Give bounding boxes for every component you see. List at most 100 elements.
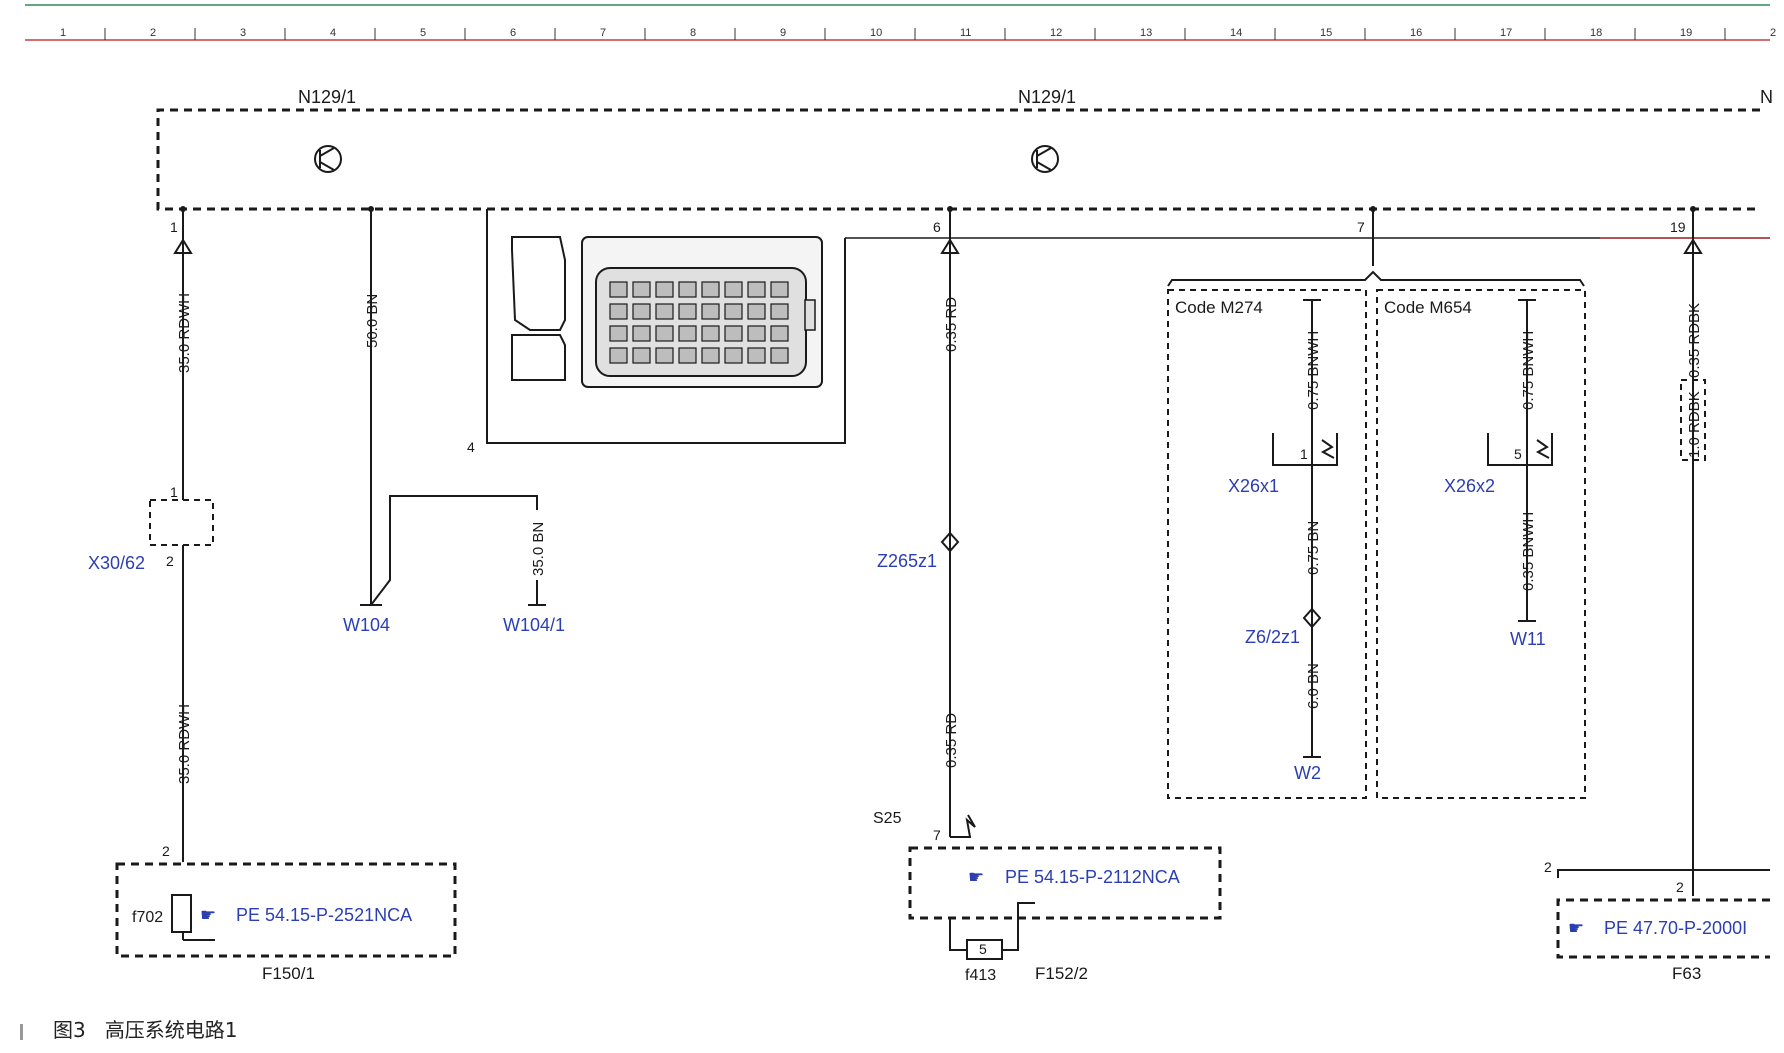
s25-pin-7: 7	[933, 827, 941, 843]
wire-label-075-bn-m274: 0.75 BN	[1305, 521, 1322, 575]
ruler-number: 6	[510, 27, 516, 39]
ruler-number: 14	[1230, 27, 1242, 39]
connector-pin-cell	[770, 303, 789, 320]
figure-caption: 图3 高压系统电路1	[20, 1014, 238, 1043]
pin-label-1: 1	[170, 219, 178, 235]
f150-pin-2: 2	[162, 843, 170, 859]
wire-label-075-bnwh-m274: 0.75 BNWH	[1305, 331, 1322, 410]
connector-pin-cell	[632, 281, 651, 298]
ruler-number: 2	[150, 27, 156, 39]
component-label-f152-2: F152/2	[1035, 964, 1088, 983]
component-label-w104-1: W104/1	[503, 615, 565, 635]
wire-w104-circuit: 50.0 BN 35.0 BN W104 W104/1	[343, 206, 565, 635]
hand-pointer-icon: ☛	[200, 905, 216, 925]
caption-title: 高压系统电路1	[104, 1018, 238, 1042]
x26x2-pin: 5	[1514, 446, 1522, 462]
connector-pin-cell	[655, 281, 674, 298]
x26x1-pin: 1	[1300, 446, 1308, 462]
wire-label-10-rdbk: 1.0 RDBK	[1686, 391, 1703, 458]
reference-link-f152[interactable]: PE 54.15-P-2112NCA	[1005, 867, 1180, 887]
wire-pin6-circuit: 6 0.35 RD Z265z1 0.35 RD S25 7 ☛ PE 54.1…	[873, 206, 1222, 984]
module-n129-boundary: N129/1 N129/1 N	[156, 87, 1773, 211]
component-label-f63: F63	[1672, 964, 1701, 983]
f63-pin-2b: 2	[1676, 879, 1684, 895]
wire-label-35-rdwh-bottom: 35.0 RDWH	[176, 704, 193, 784]
caption-bar	[20, 1023, 23, 1040]
transistor-symbol-right	[1031, 145, 1059, 173]
connector-pin-cell	[747, 325, 766, 342]
module-label-edge: N	[1760, 87, 1773, 107]
wire-label-035-rd-bottom: 0.35 RD	[943, 713, 960, 768]
connector-pin-cell	[770, 325, 789, 342]
module-label-n129-left: N129/1	[298, 87, 356, 107]
wire-label-075-bnwh-m654: 0.75 BNWH	[1520, 331, 1537, 410]
connector-pin-cell	[609, 347, 628, 364]
component-label-z265z1: Z265z1	[877, 551, 937, 571]
ruler-number: 12	[1050, 27, 1062, 39]
splice-z265z1	[940, 531, 960, 553]
connector-pin-cell	[678, 303, 697, 320]
pin-label-6: 6	[933, 219, 941, 235]
ruler-number: 13	[1140, 27, 1152, 39]
component-label-w104: W104	[343, 615, 390, 635]
connector-pin-cell	[770, 281, 789, 298]
module-label-n129-right: N129/1	[1018, 87, 1076, 107]
code-label-m654: Code M654	[1384, 298, 1472, 317]
x30-pin-2: 2	[166, 553, 174, 569]
connector-pin-cell	[701, 281, 720, 298]
fuse-f413-pin: 5	[979, 941, 987, 957]
ruler-number: 5	[420, 27, 426, 39]
connector-pin-cell	[678, 281, 697, 298]
fuse-box-f152-2	[908, 846, 1222, 920]
connector-pin-cell	[655, 347, 674, 364]
component-label-x26x1: X26x1	[1228, 476, 1279, 496]
caption-figure-number: 图3	[53, 1018, 86, 1042]
code-m654-block: Code M654 0.75 BNWH 5 X26x2 0.35 BNWH W1…	[1376, 289, 1586, 799]
component-label-w11: W11	[1510, 629, 1546, 649]
ruler-number: 3	[240, 27, 246, 39]
hand-pointer-icon-2: ☛	[968, 867, 984, 887]
connector-pin-cell	[770, 347, 789, 364]
connector-pin-cell	[632, 325, 651, 342]
ruler-number: 11	[960, 27, 971, 39]
connector-pin-cell	[747, 281, 766, 298]
connector-pin-cell	[747, 303, 766, 320]
connector-pin-cell	[724, 303, 743, 320]
ruler-number: 9	[780, 27, 786, 39]
f63-pin-2a: 2	[1544, 859, 1552, 875]
wire-label-60-bn-m274: 6.0 BN	[1305, 663, 1322, 709]
reference-link-f63[interactable]: PE 47.70-P-2000I	[1604, 918, 1747, 938]
fuse-box-f150-1	[115, 862, 457, 958]
wire-label-35-bn: 35.0 BN	[530, 522, 547, 576]
component-label-w2: W2	[1294, 763, 1321, 783]
component-label-z6-2z1: Z6/2z1	[1245, 627, 1300, 647]
wire-label-035-rdbk: 0.35 RDBK	[1686, 303, 1703, 378]
wire-label-035-rd-top: 0.35 RD	[943, 297, 960, 352]
connector-pin-cell	[609, 281, 628, 298]
component-label-s25: S25	[873, 810, 902, 827]
splice-z6-2z1	[1302, 607, 1322, 629]
wire-label-035-bnwh-m654: 0.35 BNWH	[1520, 512, 1537, 591]
pin-label-4: 4	[467, 439, 475, 455]
connector-x30-62	[149, 499, 214, 546]
fuse-label-f413: f413	[965, 967, 996, 984]
ruler-number: 2	[1770, 27, 1776, 39]
connector-pin-cell	[678, 347, 697, 364]
fuse-label-f702: f702	[132, 909, 163, 926]
component-label-x26x2: X26x2	[1444, 476, 1495, 496]
transistor-symbol-left	[314, 145, 342, 173]
fuse-f702	[171, 894, 192, 933]
connector-pin-cell	[678, 325, 697, 342]
ruler-number: 10	[870, 27, 882, 39]
wire-pin7-circuit: 7	[1167, 206, 1585, 287]
pin-label-7: 7	[1357, 219, 1365, 235]
ruler-number: 19	[1680, 27, 1692, 39]
reference-link-f150[interactable]: PE 54.15-P-2521NCA	[236, 905, 412, 925]
connector-pin-cell	[655, 303, 674, 320]
connector-pin-cell	[701, 347, 720, 364]
wire-label-50-bn: 50.0 BN	[364, 294, 381, 348]
ruler-number: 17	[1500, 27, 1512, 39]
component-label-x30-62: X30/62	[88, 553, 145, 573]
connector-pin-cell	[747, 347, 766, 364]
